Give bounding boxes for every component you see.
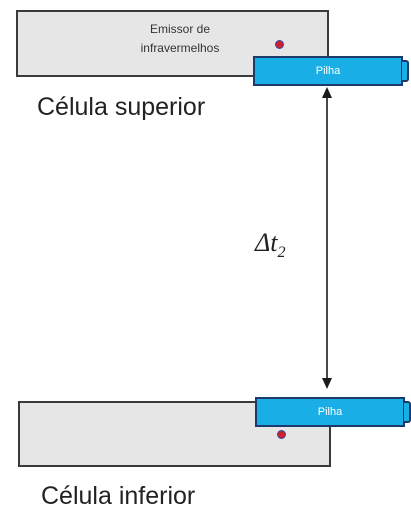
interval-arrow-head-down [322, 378, 332, 389]
emitter-label: Emissor de infravermelhos [117, 20, 243, 58]
bottom-battery-terminal [404, 401, 411, 423]
delta-t-label: Δt2 [255, 228, 285, 262]
interval-arrow-head-up [322, 87, 332, 98]
delta-t-symbol: Δt [255, 228, 278, 257]
bottom-battery: Pilha [255, 397, 405, 427]
top-emitter-dot [275, 40, 284, 49]
top-battery: Pilha [253, 56, 403, 86]
bottom-battery-label: Pilha [317, 406, 343, 418]
emitter-label-line1: Emissor de [149, 22, 211, 36]
top-cell-caption: Célula superior [37, 93, 206, 121]
top-battery-label: Pilha [315, 65, 341, 77]
emitter-label-line2: infravermelhos [140, 41, 220, 55]
bottom-emitter-dot [277, 430, 286, 439]
bottom-cell-caption: Célula inferior [41, 482, 196, 510]
delta-t-subscript: 2 [277, 244, 286, 261]
top-battery-terminal [402, 60, 409, 82]
